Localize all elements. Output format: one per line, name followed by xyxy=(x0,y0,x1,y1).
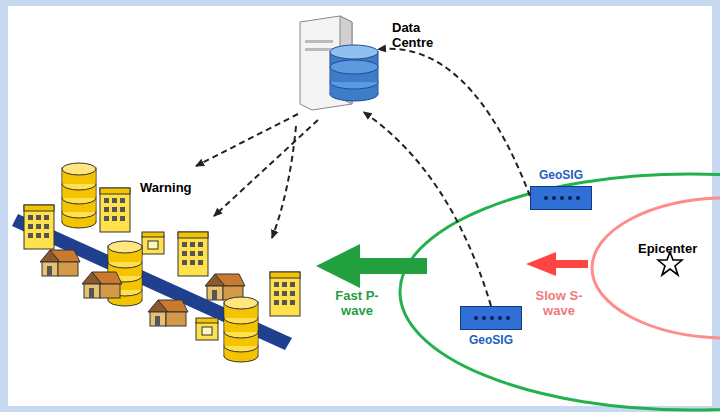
node-title: Data Centre xyxy=(392,20,446,50)
sensor-box xyxy=(460,306,522,330)
p-wave-front xyxy=(400,174,720,410)
data-centre-node: Data Centre xyxy=(298,14,380,112)
sensor-label: GeoSIG xyxy=(460,333,522,348)
sensor-led xyxy=(560,196,564,200)
warning-arrows xyxy=(196,114,318,238)
sensor-led xyxy=(498,316,502,320)
warning-label: Warning xyxy=(140,180,210,195)
sensor-led xyxy=(576,196,580,200)
sensor-led xyxy=(544,196,548,200)
p-wave-label: Fast P-wave xyxy=(330,288,384,318)
sensor-led xyxy=(482,316,486,320)
sensor-label: GeoSIG xyxy=(530,168,592,183)
s-wave-arrow xyxy=(526,252,588,276)
sensor-box xyxy=(530,186,592,210)
epicenter-label: Epicenter xyxy=(638,241,710,256)
sensor-led xyxy=(474,316,478,320)
city xyxy=(12,163,300,362)
sensor-led xyxy=(568,196,572,200)
sensor-node: GeoSIG xyxy=(460,306,522,348)
sensor-led xyxy=(552,196,556,200)
data-link xyxy=(364,112,491,306)
sensor-led xyxy=(490,316,494,320)
s-wave-front xyxy=(592,198,720,338)
server-icon xyxy=(300,16,378,110)
s-wave-label: Slow S-wave xyxy=(532,288,586,318)
sensor-led xyxy=(506,316,510,320)
data-link xyxy=(378,49,530,196)
sensor-node: GeoSIG xyxy=(530,168,592,210)
p-wave-arrow xyxy=(316,244,427,288)
